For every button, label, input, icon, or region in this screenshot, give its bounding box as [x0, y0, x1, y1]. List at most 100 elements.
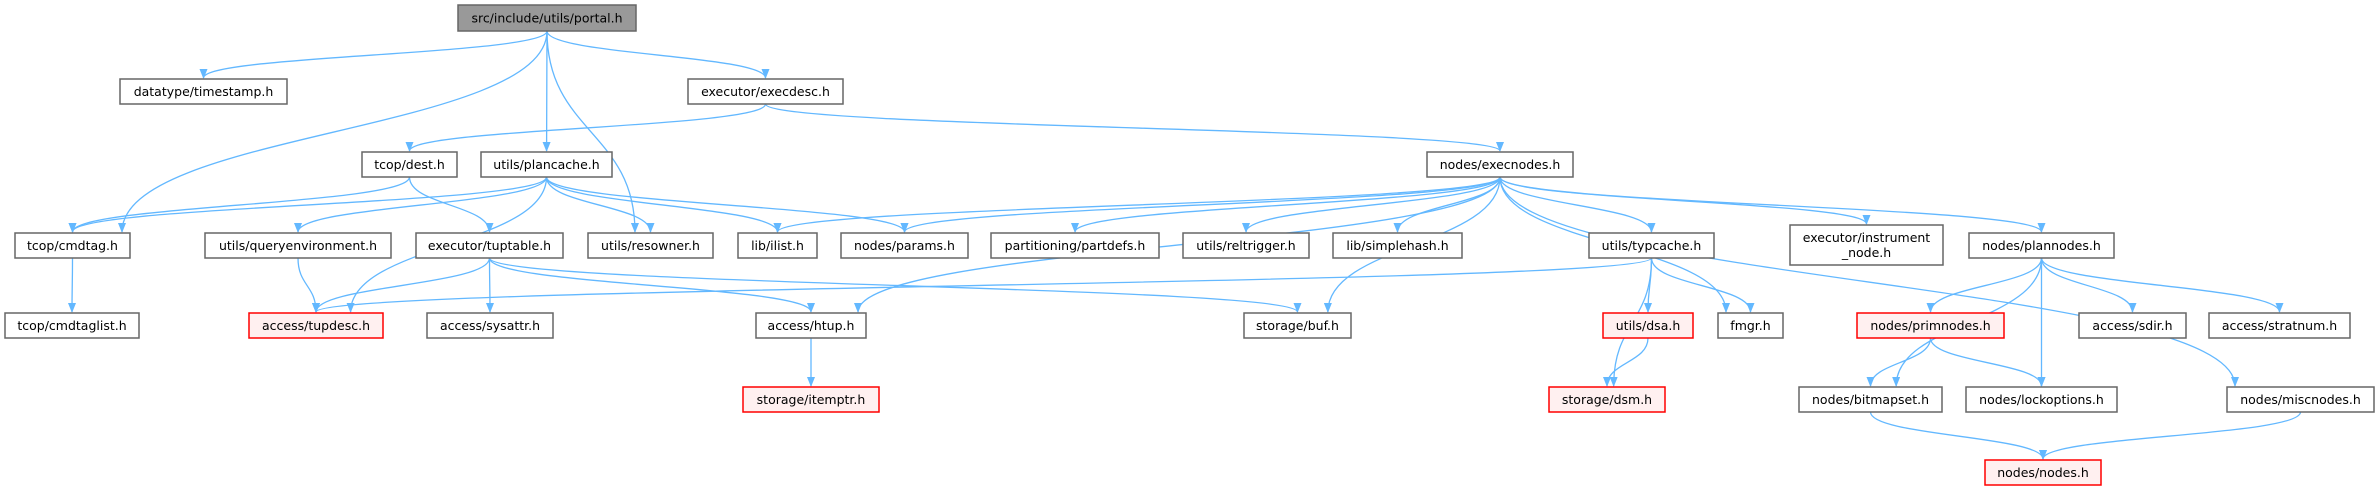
node-box — [1426, 151, 1574, 178]
edge-execnodes-to-params — [900, 176, 1501, 233]
node-sdir[interactable]: access/sdir.h — [2078, 312, 2187, 339]
edge-queryenv-to-tupdesc — [297, 257, 320, 313]
node-bitmapset[interactable]: nodes/bitmapset.h — [1798, 386, 1943, 413]
node-cmdtag[interactable]: tcop/cmdtag.h — [14, 232, 131, 259]
node-label: access/htup.h — [768, 318, 855, 333]
node-tupdesc[interactable]: access/tupdesc.h — [248, 312, 384, 339]
node-resowner[interactable]: utils/resowner.h — [587, 232, 714, 259]
edges-layer — [68, 30, 2302, 460]
node-box — [1602, 312, 1694, 339]
node-stratnum[interactable]: access/stratnum.h — [2208, 312, 2351, 339]
node-queryenv[interactable]: utils/queryenvironment.h — [204, 232, 392, 259]
node-nodes[interactable]: nodes/nodes.h — [1984, 459, 2102, 486]
node-label: utils/resowner.h — [601, 238, 700, 253]
node-box — [1548, 386, 1666, 413]
node-label: utils/typcache.h — [1602, 238, 1702, 253]
edge-plancache-to-queryenv — [294, 176, 548, 233]
node-label: nodes/lockoptions.h — [1979, 392, 2104, 407]
node-label: nodes/params.h — [854, 238, 955, 253]
node-partdefs[interactable]: partitioning/partdefs.h — [990, 232, 1160, 259]
node-execnodes[interactable]: nodes/execnodes.h — [1426, 151, 1574, 178]
node-dsa[interactable]: utils/dsa.h — [1602, 312, 1694, 339]
nodes-layer: src/include/utils/portal.h datatype/times… — [4, 4, 2375, 486]
node-label: tcop/cmdtag.h — [27, 238, 118, 253]
node-box — [457, 4, 637, 32]
node-dsm[interactable]: storage/dsm.h — [1548, 386, 1666, 413]
node-timestamp[interactable]: datatype/timestamp.h — [119, 78, 288, 105]
edge-portal-to-cmdtag — [118, 30, 548, 233]
edge-tuptable-to-buf — [488, 257, 1302, 313]
node-box — [14, 232, 131, 259]
node-buf[interactable]: storage/buf.h — [1243, 312, 1352, 339]
node-label: partitioning/partdefs.h — [1005, 238, 1146, 253]
node-box — [480, 151, 613, 178]
node-label: nodes/execnodes.h — [1440, 157, 1561, 172]
node-dest[interactable]: tcop/dest.h — [361, 151, 458, 178]
node-box — [248, 312, 384, 339]
node-box — [1984, 459, 2102, 486]
edge-plannodes-to-primnodes — [1926, 257, 2043, 313]
edge-plannodes-to-sdir — [2040, 257, 2137, 313]
node-itemptr[interactable]: storage/itemptr.h — [742, 386, 880, 413]
node-typcache[interactable]: utils/typcache.h — [1588, 232, 1715, 259]
node-execdesc[interactable]: executor/execdesc.h — [687, 78, 844, 105]
node-box — [1965, 386, 2118, 413]
node-label: storage/dsm.h — [1562, 392, 1652, 407]
node-plancache[interactable]: utils/plancache.h — [480, 151, 613, 178]
node-label: lib/simplehash.h — [1346, 238, 1448, 253]
node-label: nodes/bitmapset.h — [1812, 392, 1929, 407]
node-sysattr[interactable]: access/sysattr.h — [426, 312, 554, 339]
edge-execnodes-to-typcache — [1499, 176, 1656, 233]
node-label: nodes/nodes.h — [1997, 465, 2089, 480]
edge-bitmapset-to-nodes — [1869, 411, 2047, 460]
node-miscnodes[interactable]: nodes/miscnodes.h — [2226, 386, 2375, 413]
edge-execnodes-to-miscnodes — [1499, 176, 2239, 387]
edge-tuptable-to-sysattr — [485, 257, 494, 313]
node-simplehash[interactable]: lib/simplehash.h — [1332, 232, 1463, 259]
node-cmdtaglist[interactable]: tcop/cmdtaglist.h — [4, 312, 140, 339]
node-instrument[interactable]: executor/instrument_node.h — [1789, 224, 1944, 266]
edge-plancache-to-cmdtag — [68, 176, 548, 233]
node-fmgr[interactable]: fmgr.h — [1717, 312, 1784, 339]
edge-execnodes-to-reltrigger — [1242, 176, 1501, 233]
node-label: nodes/plannodes.h — [1982, 238, 2101, 253]
node-params[interactable]: nodes/params.h — [840, 232, 969, 259]
edge-execnodes-to-ilist — [773, 176, 1501, 233]
node-label: tcop/cmdtaglist.h — [17, 318, 126, 333]
node-label: datatype/timestamp.h — [134, 84, 274, 99]
node-box — [1789, 224, 1944, 266]
node-box — [755, 312, 867, 339]
node-label: nodes/primnodes.h — [1870, 318, 1990, 333]
edge-execdesc-to-execnodes — [764, 103, 1504, 152]
node-label: access/sysattr.h — [440, 318, 540, 333]
node-box — [840, 232, 969, 259]
node-box — [415, 232, 564, 259]
node-primnodes[interactable]: nodes/primnodes.h — [1856, 312, 2005, 339]
node-box — [2226, 386, 2375, 413]
node-plannodes[interactable]: nodes/plannodes.h — [1968, 232, 2115, 259]
node-box — [737, 232, 818, 259]
node-htup[interactable]: access/htup.h — [755, 312, 867, 339]
node-box — [119, 78, 288, 105]
node-portal[interactable]: src/include/utils/portal.h — [457, 4, 637, 32]
node-tuptable[interactable]: executor/tuptable.h — [415, 232, 564, 259]
node-box — [990, 232, 1160, 259]
node-box — [742, 386, 880, 413]
edge-portal-to-execdesc — [546, 30, 770, 79]
edge-plancache-to-resowner — [545, 176, 655, 233]
edge-portal-to-timestamp — [199, 30, 548, 79]
edge-execnodes-to-plannodes — [1499, 176, 2046, 233]
node-label: utils/dsa.h — [1616, 318, 1681, 333]
edge-dest-to-cmdtag — [68, 176, 411, 233]
node-lockoptions[interactable]: nodes/lockoptions.h — [1965, 386, 2118, 413]
node-reltrigger[interactable]: utils/reltrigger.h — [1182, 232, 1310, 259]
node-box — [426, 312, 554, 339]
node-label: utils/plancache.h — [493, 157, 599, 172]
node-label: fmgr.h — [1730, 318, 1770, 333]
node-box — [1182, 232, 1310, 259]
node-ilist[interactable]: lib/ilist.h — [737, 232, 818, 259]
edge-primnodes-to-bitmapset — [1866, 337, 1932, 387]
edge-tuptable-to-tupdesc — [312, 257, 491, 313]
edge-primnodes-to-lockoptions — [1929, 337, 2046, 387]
